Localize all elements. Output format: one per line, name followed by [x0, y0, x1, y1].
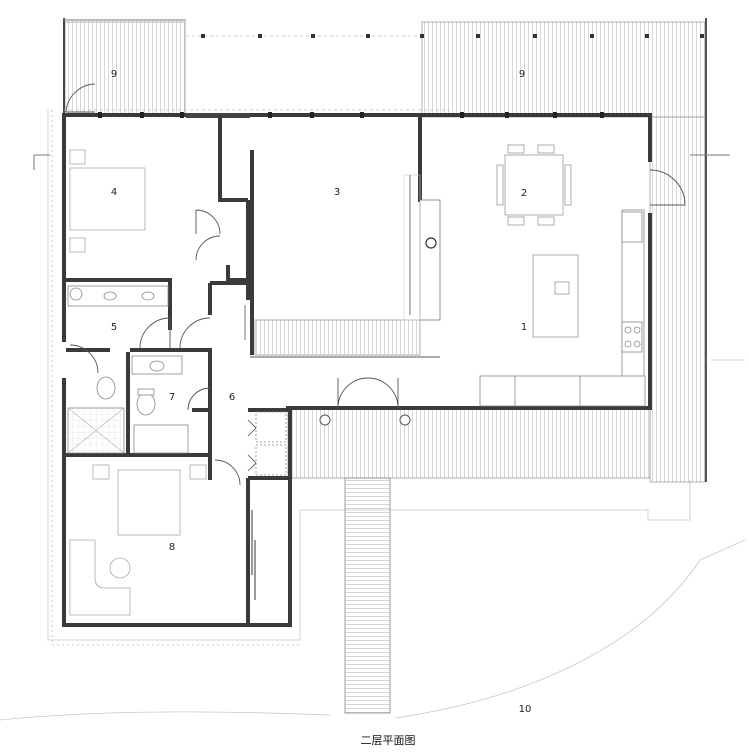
- side-windows: [33, 154, 730, 340]
- room-label-6: 6: [229, 392, 235, 403]
- deck-9-left: [63, 18, 186, 118]
- room-label-3: 3: [334, 187, 340, 198]
- room-label-7: 7: [169, 392, 175, 403]
- bath-7-fixtures: [131, 355, 189, 454]
- dining-table: [496, 144, 572, 226]
- bed-8: [92, 464, 207, 536]
- toilet-left: [96, 376, 116, 400]
- room-label-4: 4: [111, 187, 117, 198]
- room-label-1: 1: [521, 322, 527, 333]
- kitchen-island: [532, 254, 579, 338]
- room-label-9-left: 9: [111, 69, 117, 80]
- door-swings: [65, 83, 686, 486]
- fireplace: [403, 174, 441, 321]
- lounge-chair: [69, 539, 131, 616]
- bath-5-vanity: [67, 285, 169, 307]
- hall-closet-doors: [247, 419, 257, 472]
- room-label-8: 8: [169, 542, 175, 553]
- site-lines: [0, 110, 746, 721]
- room-label-9-right: 9: [519, 69, 525, 80]
- overhang-outline: [51, 110, 300, 646]
- exterior-walls: [62, 113, 652, 627]
- room-label-2: 2: [521, 188, 527, 199]
- hall-closets: [255, 411, 287, 476]
- bed-4: [69, 149, 146, 253]
- plan-caption: 二层平面图: [361, 734, 416, 747]
- room-labels: 1 2 3 4 5 6 7 8 9 9 10: [111, 69, 532, 715]
- interior-walls: [66, 115, 290, 625]
- front-deck: [287, 407, 651, 479]
- wardrobe-doors: [251, 510, 256, 600]
- room-label-10: 10: [519, 704, 532, 715]
- exterior-stair: [344, 477, 391, 714]
- shower: [67, 407, 125, 454]
- kitchen-counter: [479, 209, 646, 407]
- deck-rail-dashed: [64, 34, 704, 111]
- atrium-stair: [250, 319, 440, 358]
- room-label-5: 5: [111, 322, 117, 333]
